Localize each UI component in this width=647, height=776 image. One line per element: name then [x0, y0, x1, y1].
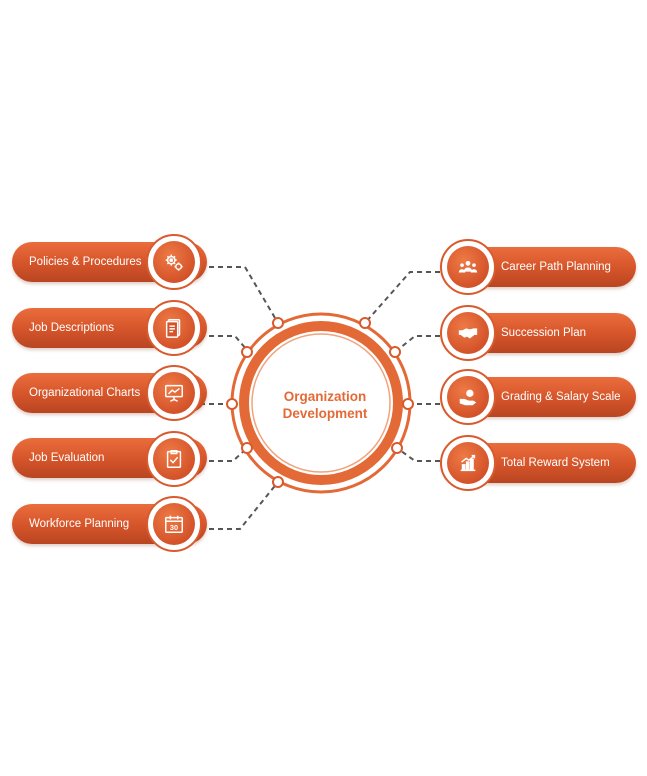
connector-policies	[200, 266, 279, 324]
connector-total-reward	[396, 447, 440, 462]
checklist-icon	[166, 450, 182, 468]
connector-nodes	[226, 317, 414, 488]
item-label: Organizational Charts	[29, 387, 141, 399]
inner-ring	[251, 333, 391, 473]
gears-icon	[165, 254, 183, 271]
team-icon	[458, 260, 478, 273]
node-right-4	[391, 442, 403, 454]
calendar-icon: 30	[165, 515, 183, 533]
item-label: Grading & Salary Scale	[501, 391, 621, 403]
handshake-icon	[458, 328, 478, 339]
item-label: Career Path Planning	[501, 261, 611, 273]
inner-disc	[250, 332, 392, 474]
badge-workforce: 30	[146, 496, 202, 552]
node-left-4	[241, 442, 253, 454]
badge-job-evaluation	[146, 431, 202, 487]
badge-job-descriptions	[146, 300, 202, 356]
node-right-2	[389, 346, 401, 358]
badge-career-path	[440, 239, 496, 295]
node-right-1	[359, 317, 371, 329]
center-title-line-1: Organization	[283, 389, 367, 404]
connector-career-path	[364, 271, 440, 324]
node-right-3	[402, 398, 414, 410]
item-label: Policies & Procedures	[29, 256, 142, 268]
node-left-3	[226, 398, 238, 410]
growth-chart-icon	[460, 454, 476, 472]
node-left-1	[272, 317, 284, 329]
item-label: Job Descriptions	[29, 322, 115, 334]
node-left-2	[241, 346, 253, 358]
center-title-line-2: Development	[282, 406, 368, 421]
center-title: Organization Development	[255, 388, 395, 422]
badge-total-reward	[440, 435, 496, 491]
calendar-number: 30	[170, 523, 178, 532]
item-label: Succession Plan	[501, 327, 587, 339]
connectors	[200, 266, 440, 530]
badge-org-charts	[146, 365, 202, 421]
connector-job-descriptions	[200, 335, 248, 351]
connector-succession	[394, 335, 440, 353]
item-label: Workforce Planning	[29, 518, 130, 530]
badge-grading	[440, 369, 496, 425]
presentation-chart-icon	[165, 384, 183, 402]
badge-policies	[146, 234, 202, 290]
hand-coin-icon	[459, 389, 477, 406]
document-icon	[165, 319, 181, 338]
node-left-5	[272, 476, 284, 488]
badge-succession	[440, 305, 496, 361]
middle-ring	[239, 321, 403, 485]
item-label: Job Evaluation	[29, 452, 105, 464]
connector-job-evaluation	[200, 447, 248, 462]
connector-workforce	[200, 481, 279, 530]
item-label: Total Reward System	[501, 457, 610, 469]
